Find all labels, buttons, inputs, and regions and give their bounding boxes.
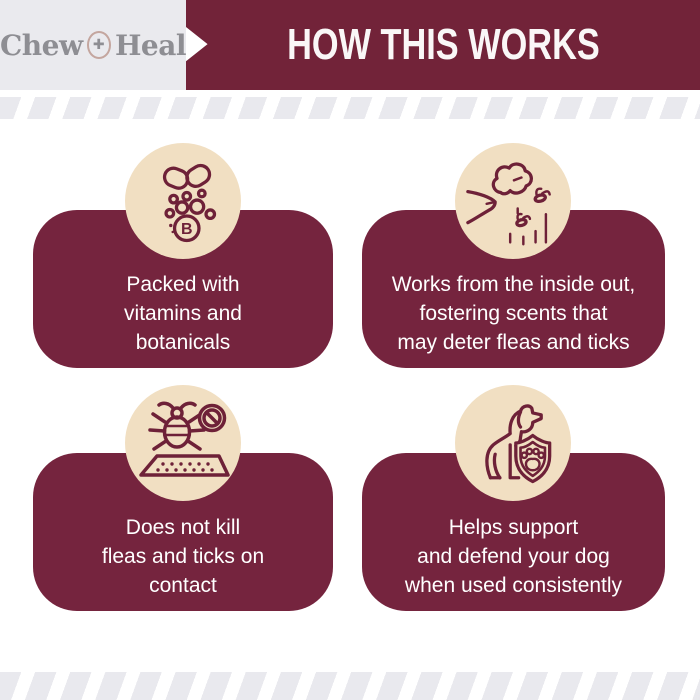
dog-shield-paw-icon <box>485 404 552 484</box>
card-inside-out-text: Works from the inside out, fostering sce… <box>392 270 636 357</box>
page-title: HOW THIS WORKS <box>286 20 600 69</box>
title-banner: HOW THIS WORKS <box>186 0 700 90</box>
icon-badge-tick <box>125 385 241 501</box>
brand-name-right: Heal <box>114 28 187 62</box>
stripe-divider-bottom <box>0 672 700 700</box>
stripe-divider-top <box>0 97 700 119</box>
card-text-line: when used consistently <box>404 574 623 597</box>
card-inside-out: Works from the inside out, fostering sce… <box>362 210 665 368</box>
card-text-line: contact <box>149 574 217 597</box>
plus-cross-icon: ✚ <box>86 31 111 59</box>
tick-prohibited-surface-icon <box>139 401 230 477</box>
svg-text:B: B <box>181 221 193 238</box>
card-text-line: fostering scents that <box>419 302 608 325</box>
header: Chew ✚ Heal HOW THIS WORKS <box>0 0 700 90</box>
card-no-contact-kill-text: Does not kill fleas and ticks on contact <box>102 513 264 600</box>
card-text-line: Works from the inside out, <box>391 273 636 296</box>
card-text-line: Helps support <box>448 516 579 539</box>
card-text-line: and defend your dog <box>417 545 610 568</box>
card-support-defend: Helps support and defend your dog when u… <box>362 453 665 611</box>
icon-badge-scent <box>455 143 571 259</box>
card-text-line: fleas and ticks on <box>101 545 265 568</box>
plus-glyph: ✚ <box>92 37 105 53</box>
card-text-line: Packed with <box>126 273 240 296</box>
brand-name-left: Chew <box>0 28 83 62</box>
card-text-line: Does not kill <box>125 516 241 539</box>
brand-logo: Chew ✚ Heal <box>0 0 187 90</box>
card-text-line: may deter fleas and ticks <box>397 331 630 354</box>
icon-badge-shield <box>455 385 571 501</box>
capsule-vitamin-b-icon: B <box>162 163 217 243</box>
card-text-line: botanicals <box>135 331 231 354</box>
card-vitamins-text: Packed with vitamins and botanicals <box>124 270 242 357</box>
dog-sniffing-scent-icon <box>466 162 551 246</box>
icon-badge-vitamins: B <box>125 143 241 259</box>
card-no-contact-kill: Does not kill fleas and ticks on contact <box>33 453 333 611</box>
card-text-line: vitamins and <box>124 302 242 325</box>
card-support-defend-text: Helps support and defend your dog when u… <box>405 513 622 600</box>
